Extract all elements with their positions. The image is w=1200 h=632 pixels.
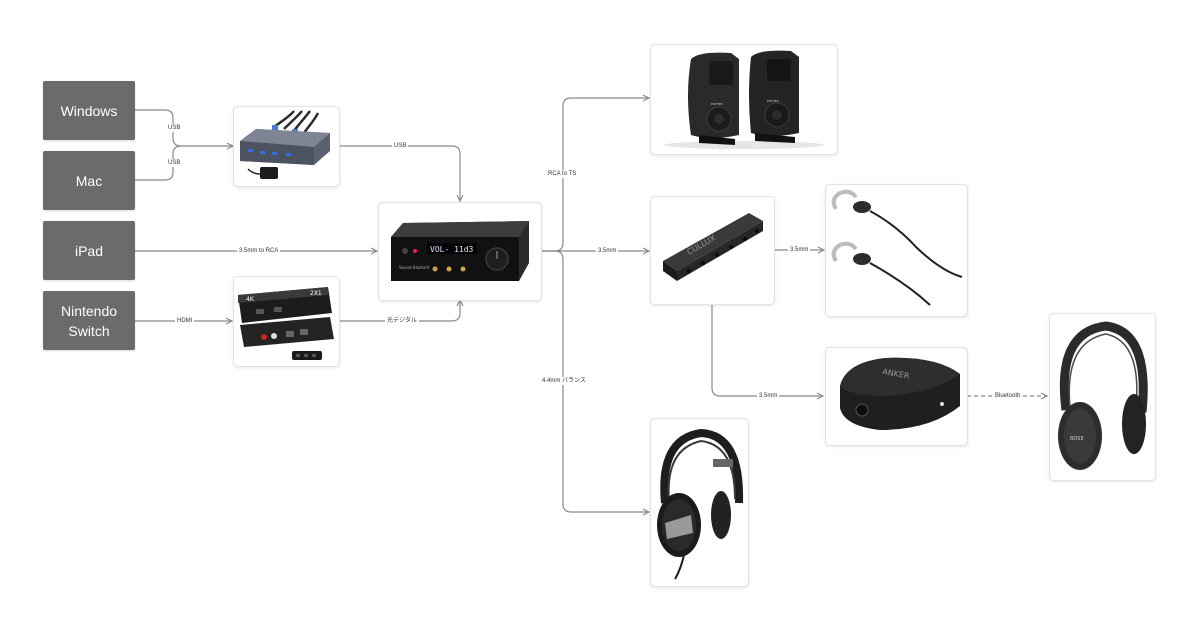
hub-to-dac-line (339, 145, 460, 201)
dac-to-balanced-line (554, 250, 649, 512)
speakers-card[interactable]: EDIFIER EDIFIER (650, 44, 838, 155)
audio-extractor-card[interactable]: 4K 2X1 (233, 276, 340, 367)
bt-transmitter-image: ANKER (840, 357, 960, 430)
ipad-label: iPad (74, 242, 104, 259)
ipad-to-dac-label: 3.5mm to RCA (237, 247, 281, 255)
switch-hdmi-label: HDMI (175, 317, 195, 325)
mac-label: Mac (75, 172, 103, 189)
bt-headphones-card[interactable]: BOSE (1049, 313, 1156, 481)
svg-text:4K: 4K (246, 296, 255, 303)
audio-extractor-image: 4K 2X1 (238, 287, 334, 360)
dac-amp-image: VOL- 11d3 Sound BlasterX (391, 221, 529, 281)
balanced-label: 4.4mm バランス (540, 377, 588, 385)
svg-text:2X1: 2X1 (310, 290, 322, 297)
windows-box[interactable]: Windows (43, 81, 135, 140)
windows-to-hub-line (135, 109, 233, 146)
windows-usb-label: USB (166, 124, 183, 132)
usb-switch-image (240, 110, 330, 179)
splitter-to-earbuds-label: 3.5mm (788, 246, 811, 254)
dac-to-splitter-label: 3.5mm (596, 247, 619, 255)
splitter-to-transmitter-line (711, 304, 823, 396)
splitter-card[interactable]: CULLUX (650, 196, 775, 305)
svg-text:EDIFIER: EDIFIER (711, 102, 723, 106)
wired-headphones-card[interactable] (650, 418, 749, 587)
splitter-to-transmitter-label: 3.5mm (757, 392, 780, 400)
bt-transmitter-card[interactable]: ANKER (825, 347, 968, 446)
optical-label: 光デジタル (385, 317, 419, 325)
svg-text:BOSE: BOSE (1070, 436, 1084, 442)
bt-headphones-image: BOSE (1058, 321, 1148, 470)
nintendo-switch-label: Nintendo Switch (60, 302, 118, 339)
earbuds-image (831, 189, 963, 306)
mac-usb-label: USB (166, 159, 183, 167)
extractor-to-dac-line (339, 300, 460, 322)
rca-to-ts-label: RCA to TS (546, 170, 579, 178)
ipad-box[interactable]: iPad (43, 221, 135, 280)
nintendo-switch-box[interactable]: Nintendo Switch (43, 291, 135, 350)
wired-headphones-image (657, 428, 744, 580)
mac-box[interactable]: Mac (43, 151, 135, 210)
dac-amp-card[interactable]: VOL- 11d3 Sound BlasterX (378, 202, 542, 301)
mac-to-hub-line (135, 145, 182, 181)
svg-text:EDIFIER: EDIFIER (767, 99, 779, 103)
earbuds-card[interactable] (825, 184, 968, 317)
hub-to-dac-label: USB (392, 142, 409, 150)
svg-text:Sound BlasterX: Sound BlasterX (399, 265, 430, 270)
speakers-image: EDIFIER EDIFIER (664, 50, 824, 149)
usb-switch-card[interactable] (233, 106, 340, 187)
svg-text:VOL- 11d3: VOL- 11d3 (430, 245, 474, 254)
bluetooth-label: Bluetooth (993, 392, 1023, 400)
splitter-image: CULLUX (663, 213, 763, 281)
windows-label: Windows (60, 102, 118, 119)
